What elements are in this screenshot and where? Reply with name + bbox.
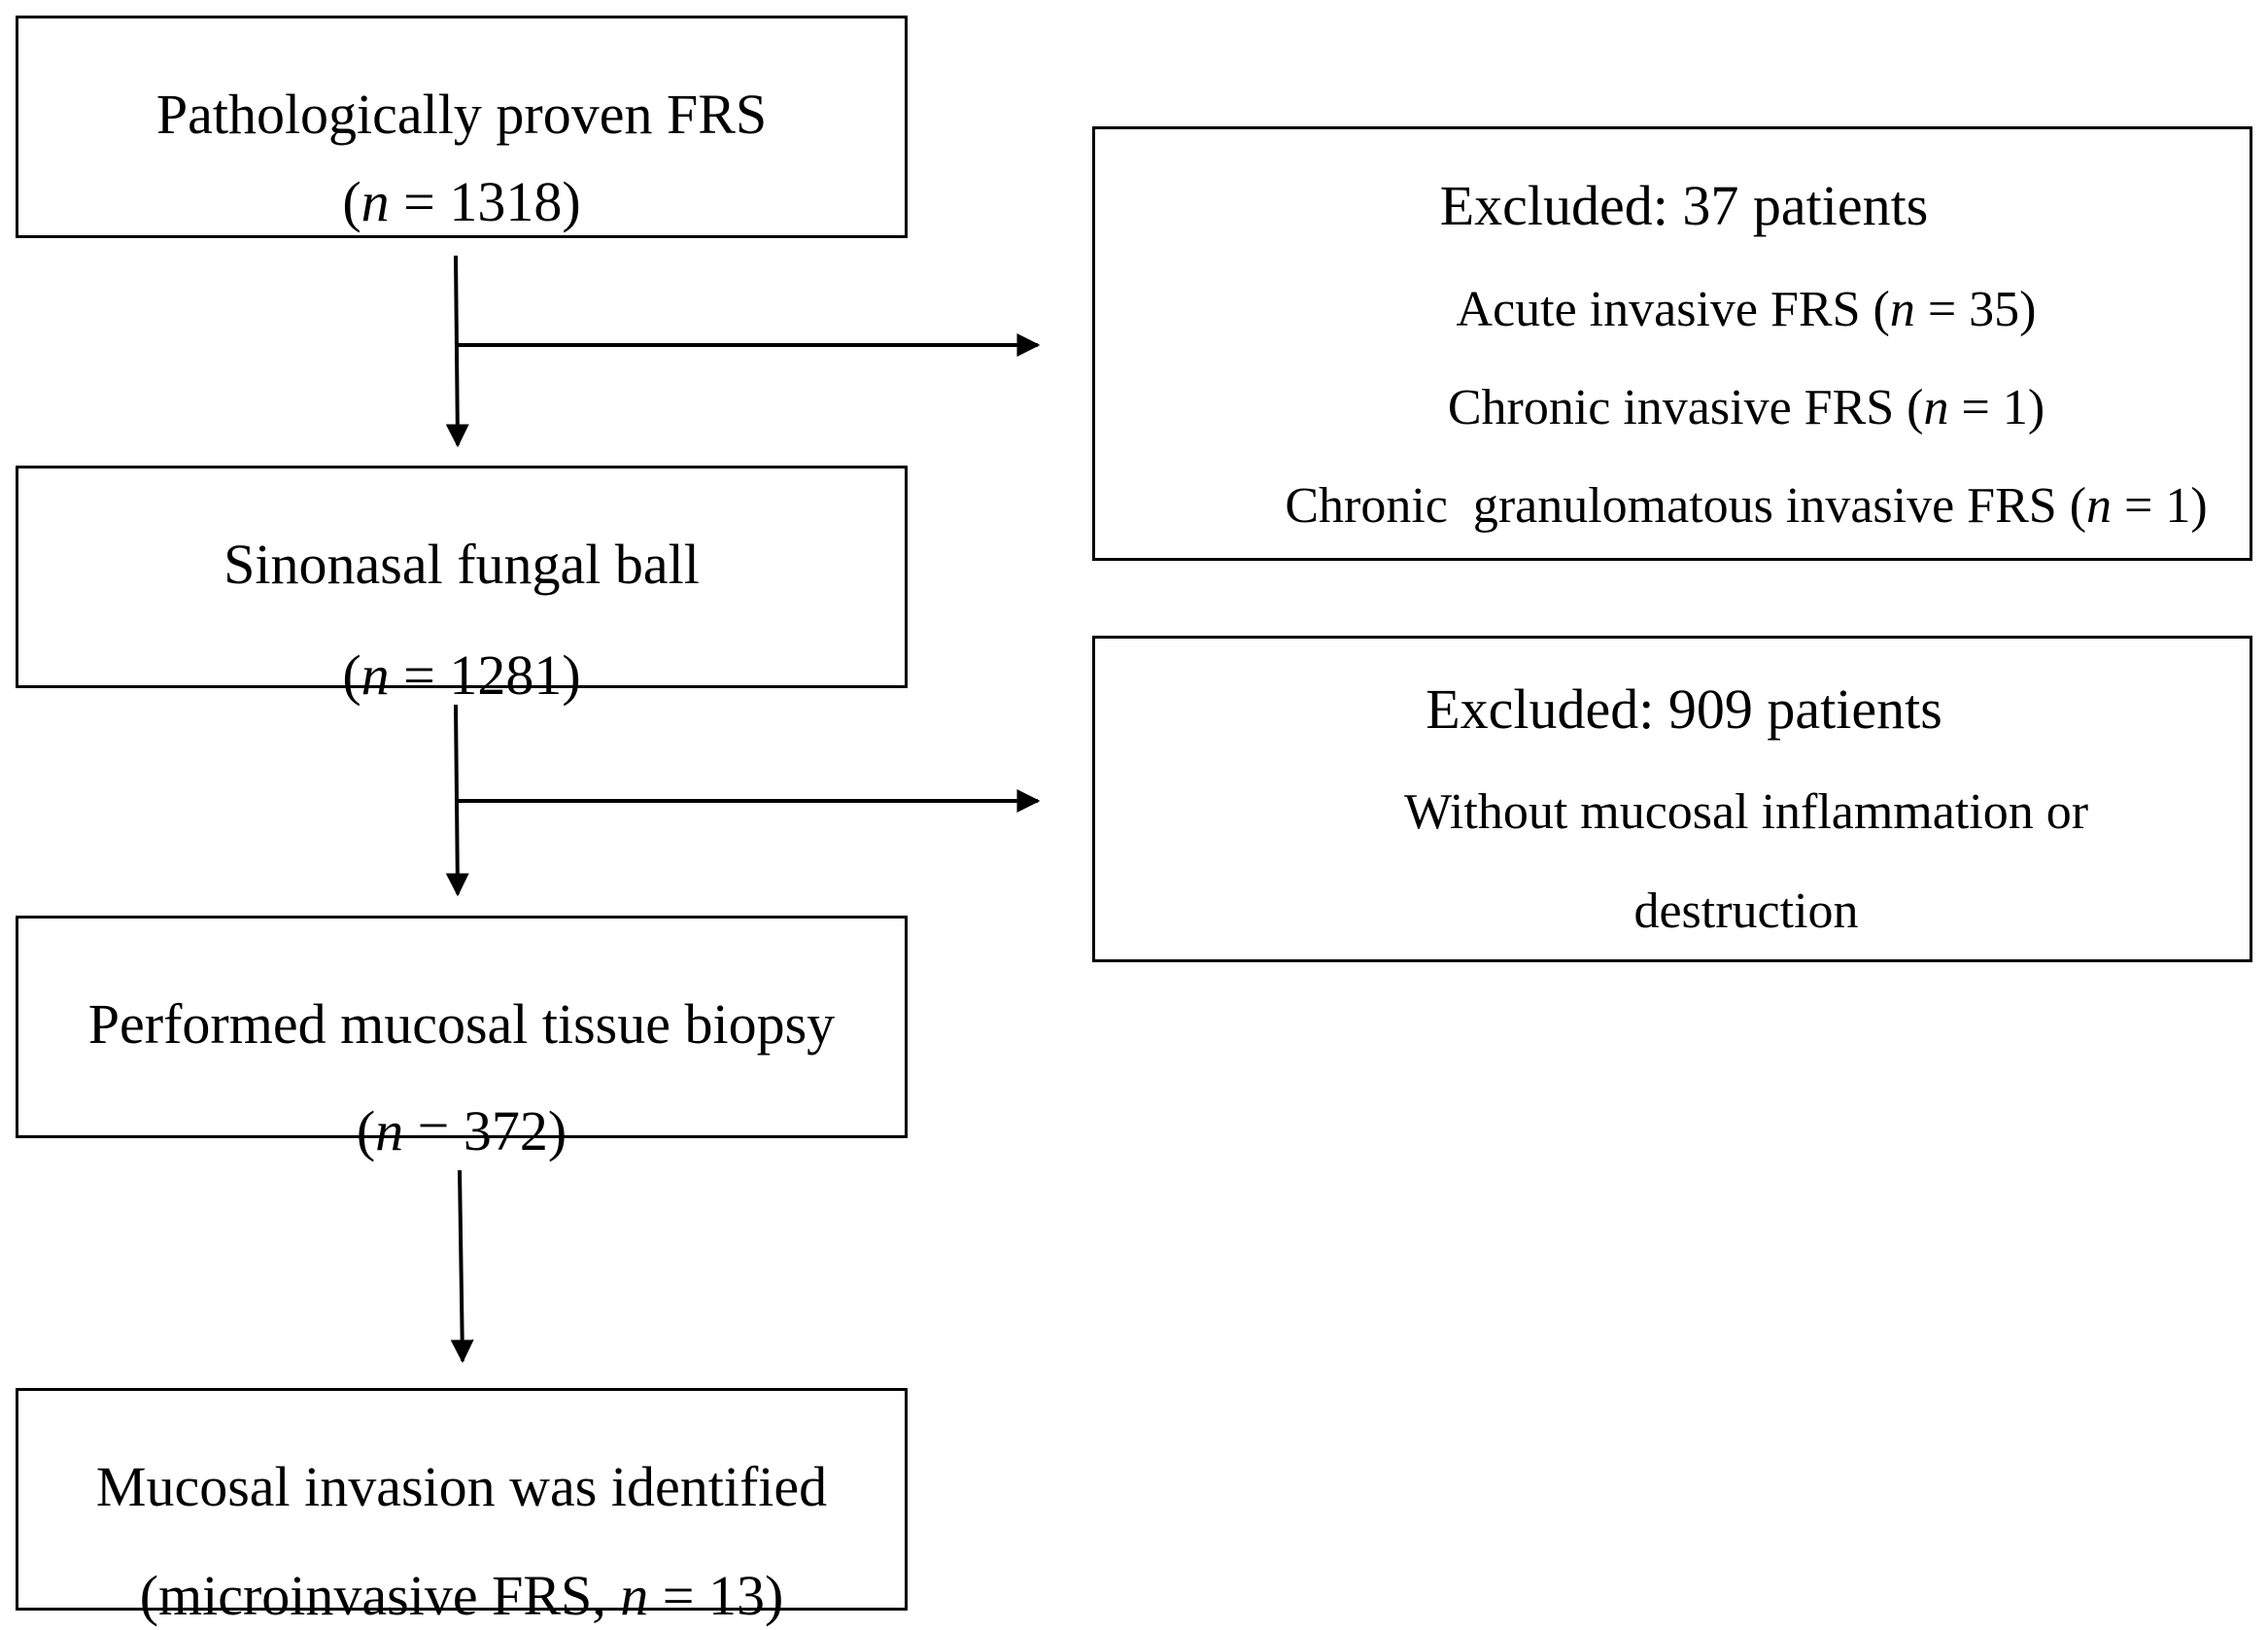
box3-count: (n = 372) [356, 1099, 567, 1162]
box-sinonasal-fungal-ball: Sinonasal fungal ball (n = 1281) [16, 466, 908, 707]
box-mucosal-invasion: Mucosal invasion was identified (microin… [16, 1388, 908, 1627]
exclusion-2-item-line2: destruction [1633, 884, 1859, 939]
arrow-box3-to-box4 [450, 1169, 474, 1364]
exclusion-1-item-chronic: Chronic invasive FRS (n = 1) [1447, 380, 2045, 435]
box-performed-biopsy: Performed mucosal tissue biopsy (n = 372… [16, 916, 908, 1162]
exclusion-box-37: Excluded: 37 patients Acute invasive FRS… [1092, 126, 2252, 561]
box1-title: Pathologically proven FRS [155, 83, 768, 146]
exclusion-2-item-line1: Without mucosal inflammation or [1403, 784, 2089, 840]
exclusion-1-heading: Excluded: 37 patients [1439, 174, 1929, 237]
box-pathologically-proven-frs: Pathologically proven FRS (n = 1318) [16, 16, 908, 238]
box2-title: Sinonasal fungal ball [223, 533, 700, 596]
box4-title: Mucosal invasion was identified [95, 1455, 828, 1518]
box2-count: (n = 1281) [342, 643, 581, 707]
box1-count: (n = 1318) [342, 170, 581, 233]
exclusion-2-heading: Excluded: 909 patients [1426, 677, 1942, 741]
arrow-box1-to-box2 [445, 255, 469, 448]
exclusion-box-909: Excluded: 909 patients Without mucosal i… [1092, 636, 2252, 962]
box4-count: (microinvasive FRS, n = 13) [139, 1564, 784, 1627]
exclusion-1-item-acute: Acute invasive FRS (n = 35) [1456, 282, 2037, 337]
box3-title: Performed mucosal tissue biopsy [87, 992, 836, 1056]
exclusion-1-item-granulomatous: Chronic granulomatous invasive FRS (n = … [1285, 478, 2208, 534]
